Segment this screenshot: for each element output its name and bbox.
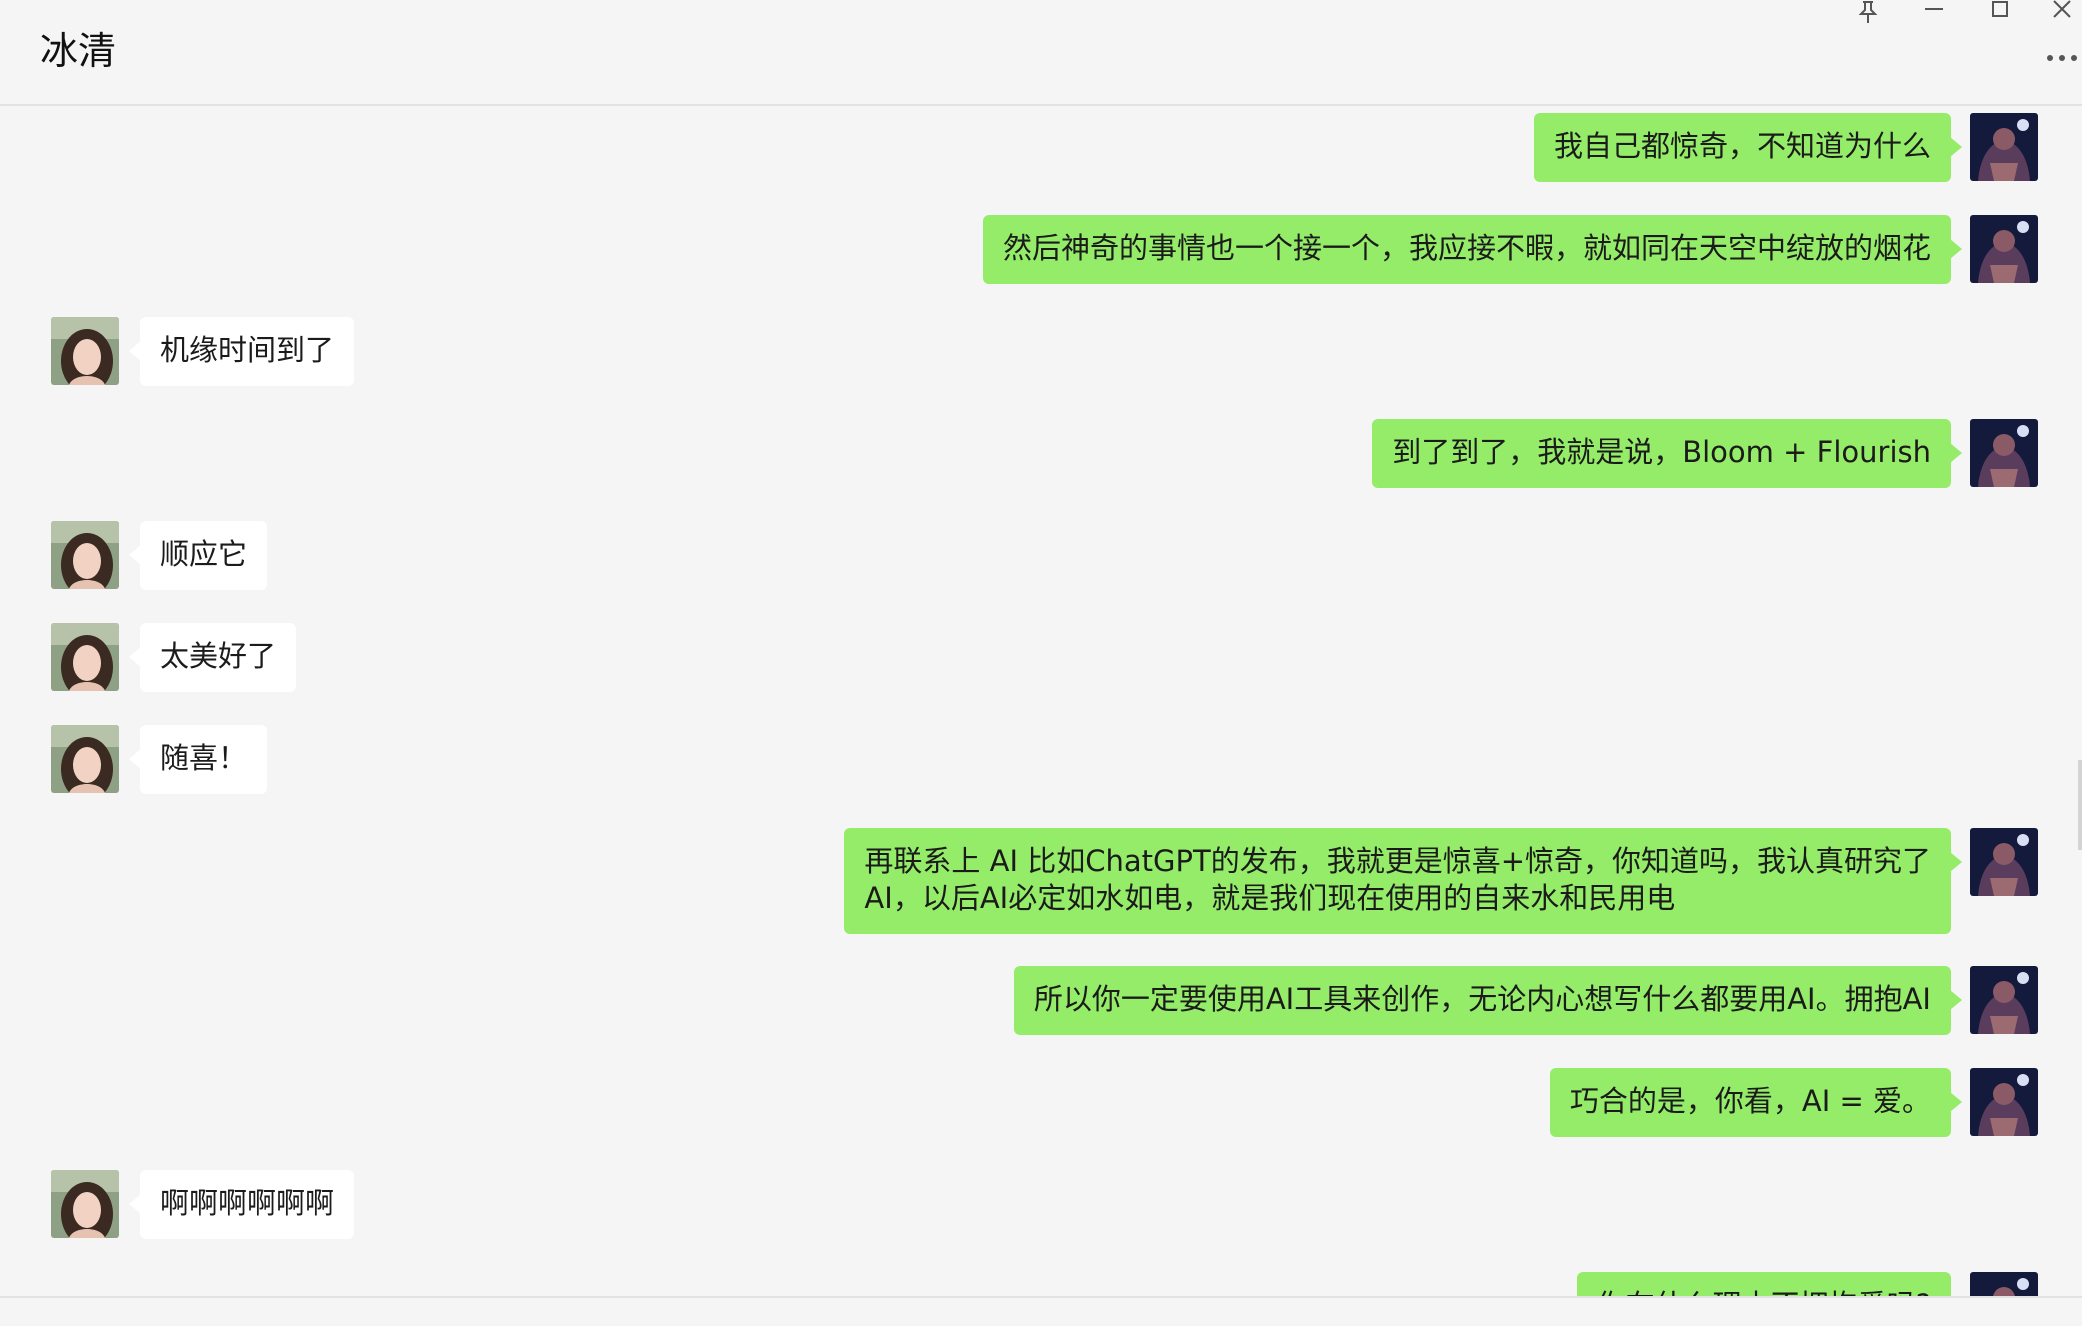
my-avatar[interactable] — [1970, 1272, 2038, 1296]
my-avatar[interactable] — [1970, 966, 2038, 1034]
outgoing-message-bubble[interactable]: 到了到了，我就是说，Bloom + Flourish — [1372, 419, 1962, 488]
message-text: 随喜！ — [160, 741, 248, 775]
outgoing-message-bubble[interactable]: 我自己都惊奇，不知道为什么 — [1533, 113, 1963, 182]
pin-icon[interactable] — [1848, 0, 1888, 24]
contact-avatar[interactable] — [51, 623, 119, 691]
more-icon[interactable] — [2042, 46, 2082, 70]
contact-avatar[interactable] — [51, 725, 119, 793]
incoming-message-bubble[interactable]: 随喜！ — [128, 725, 268, 794]
scrollbar[interactable] — [2078, 760, 2082, 850]
my-avatar[interactable] — [1970, 113, 2038, 181]
my-avatar[interactable] — [1970, 828, 2038, 896]
message-text: 顺应它 — [160, 537, 248, 571]
message-text-line: 再联系上 AI 比如ChatGPT的发布，我就更是惊喜+惊奇，你知道吗，我认真研… — [864, 844, 1931, 878]
incoming-message-bubble[interactable]: 顺应它 — [128, 521, 268, 590]
contact-avatar[interactable] — [51, 317, 119, 385]
my-avatar[interactable] — [1970, 1068, 2038, 1136]
outgoing-message-bubble[interactable]: 所以你一定要使用AI工具来创作，无论内心想写什么都要用AI。拥抱AI — [1013, 966, 1963, 1035]
incoming-message-bubble[interactable]: 太美好了 — [128, 623, 297, 692]
message-text: 所以你一定要使用AI工具来创作，无论内心想写什么都要用AI。拥抱AI — [1033, 982, 1931, 1016]
contact-avatar[interactable] — [51, 521, 119, 589]
message-text: 巧合的是，你看，AI = 爱。 — [1569, 1084, 1931, 1118]
outgoing-message-bubble[interactable]: 再联系上 AI 比如ChatGPT的发布，我就更是惊喜+惊奇，你知道吗，我认真研… — [844, 828, 1962, 934]
chat-title: 冰清 — [40, 29, 117, 73]
input-toolbar — [0, 1296, 2082, 1326]
message-text: 你在什么理由不拥抱爱吗? — [1597, 1288, 1931, 1296]
incoming-message-bubble[interactable]: 啊啊啊啊啊啊 — [128, 1170, 355, 1239]
contact-avatar[interactable] — [51, 1170, 119, 1238]
outgoing-message-bubble[interactable]: 你在什么理由不拥抱爱吗? — [1576, 1272, 1951, 1296]
title-bar: 冰清 — [0, 0, 2082, 106]
my-avatar[interactable] — [1970, 419, 2038, 487]
message-list: 我自己都惊奇，不知道为什么 然后神奇的事情也一个接一个，我应接不暇，就如同在天空… — [0, 108, 2082, 1296]
my-avatar[interactable] — [1970, 215, 2038, 283]
message-text: 到了到了，我就是说，Bloom + Flourish — [1392, 435, 1931, 469]
close-icon[interactable] — [2042, 0, 2082, 24]
message-text: 我自己都惊奇，不知道为什么 — [1553, 129, 1931, 163]
message-text: 机缘时间到了 — [160, 333, 335, 367]
minimize-icon[interactable] — [1914, 0, 1954, 24]
maximize-icon[interactable] — [1980, 0, 2020, 24]
message-text: 啊啊啊啊啊啊 — [160, 1186, 335, 1220]
outgoing-message-bubble[interactable]: 巧合的是，你看，AI = 爱。 — [1549, 1068, 1963, 1137]
message-text-line: AI，以后AI必定如水如电，就是我们现在使用的自来水和民用电 — [864, 881, 1676, 915]
message-text: 然后神奇的事情也一个接一个，我应接不暇，就如同在天空中绽放的烟花 — [1002, 231, 1931, 265]
incoming-message-bubble[interactable]: 机缘时间到了 — [128, 317, 355, 386]
message-text: 太美好了 — [160, 639, 277, 673]
outgoing-message-bubble[interactable]: 然后神奇的事情也一个接一个，我应接不暇，就如同在天空中绽放的烟花 — [982, 215, 1963, 284]
